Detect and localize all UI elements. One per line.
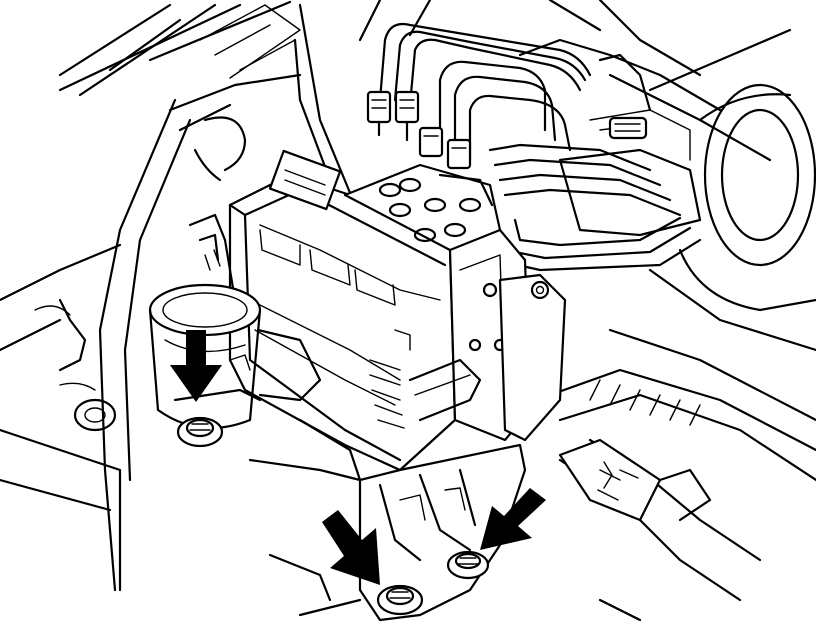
arrow-icon — [170, 330, 546, 585]
left-strut-tower — [0, 73, 302, 592]
front-bolt-arrow — [322, 510, 380, 585]
bolt-icon-left — [176, 416, 224, 448]
misc-lines — [268, 553, 642, 622]
wiring-harness — [548, 368, 816, 602]
abs-actuator-body — [228, 149, 567, 472]
brake-booster — [608, 83, 816, 422]
bolt-icon-front — [376, 584, 424, 616]
engine-bay-background — [58, 0, 792, 207]
left-bracket-bolt-arrow — [170, 330, 222, 402]
rear-bolt-arrow — [480, 488, 546, 550]
bolt-icon-rear — [446, 550, 490, 580]
